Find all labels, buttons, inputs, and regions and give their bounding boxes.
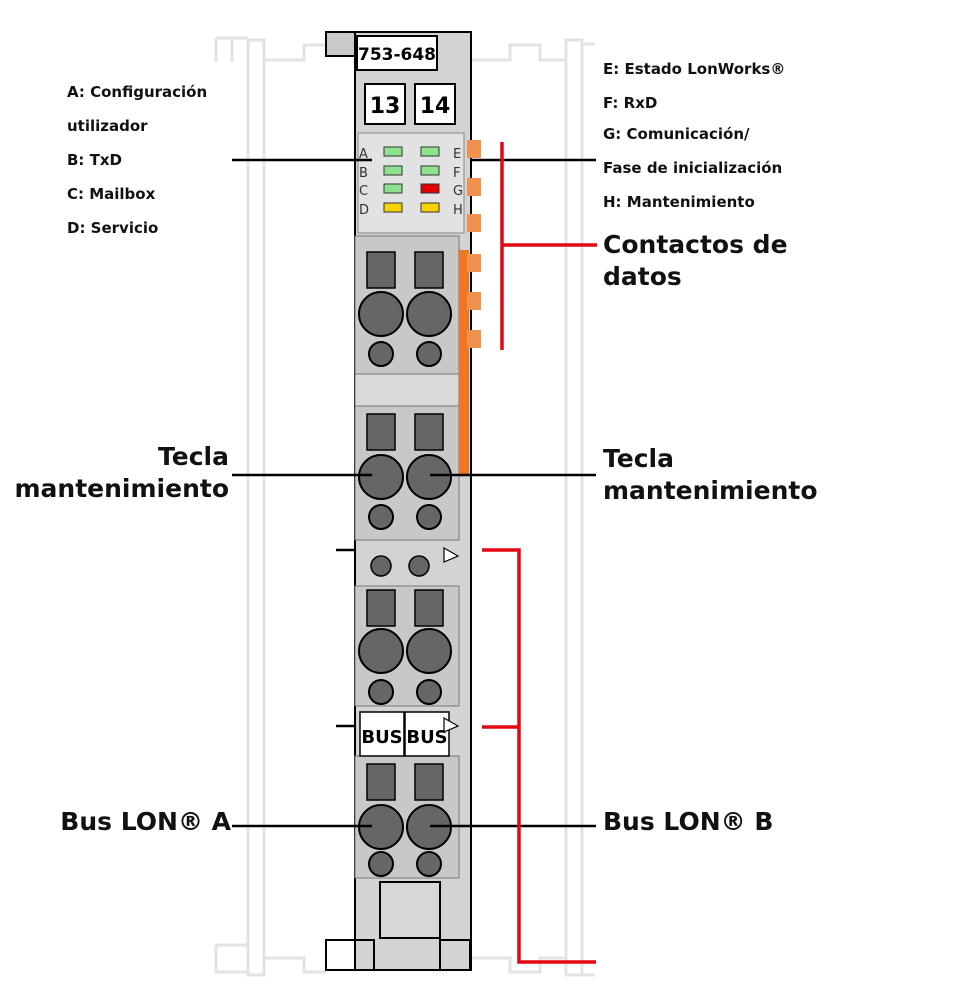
- terminal-screw-2-left: [358, 454, 404, 500]
- led-letter-a: A: [359, 147, 368, 162]
- led-letter-h: H: [453, 203, 463, 218]
- legend-g-comm: G: Comunicación/: [603, 125, 750, 143]
- channel-label-box-13: [364, 83, 406, 125]
- data-contact-6: [467, 330, 481, 348]
- led-g: [420, 183, 440, 194]
- terminals: [358, 251, 452, 877]
- legend-b-txd: B: TxD: [67, 151, 123, 169]
- callout-service-key-right-line1: Tecla: [603, 444, 674, 473]
- data-contact-strip: [459, 250, 469, 476]
- terminal-release-1-right: [416, 341, 442, 367]
- legend-h-maintenance: H: Mantenimiento: [603, 193, 755, 211]
- legend-c-mailbox: C: Mailbox: [67, 185, 156, 203]
- led-letter-e: E: [453, 147, 461, 162]
- service-hole-right: [408, 555, 430, 577]
- terminal-release-4-right: [416, 851, 442, 877]
- bottom-latch: [379, 881, 441, 939]
- led-b: [383, 165, 403, 176]
- data-contact-3: [467, 214, 481, 232]
- channel-label-13: 13: [370, 94, 401, 119]
- terminal-release-3-right: [416, 679, 442, 705]
- red-brackets: [482, 142, 597, 964]
- callout-service-key-right-line2: mantenimiento: [603, 476, 818, 505]
- led-letter-c: C: [359, 184, 368, 199]
- bottom-foot-left: [325, 939, 375, 971]
- legend-a-config: A: Configuración: [67, 83, 208, 101]
- terminal-slot-4-left: [366, 763, 396, 801]
- channel-label-14: 14: [420, 94, 451, 119]
- terminal-screw-1-right: [406, 291, 452, 337]
- led-panel: [357, 132, 465, 234]
- terminal-slot-4-right: [414, 763, 444, 801]
- led-h: [420, 202, 440, 213]
- bus-label-box-a: [359, 711, 405, 757]
- bus-label-a: BUS: [361, 727, 402, 748]
- terminal-release-3-left: [368, 679, 394, 705]
- legend-a-user: utilizador: [67, 117, 148, 135]
- terminal-release-1-left: [368, 341, 394, 367]
- bottom-foot-right: [439, 939, 471, 971]
- coding-notches: [443, 546, 460, 733]
- legend-e-status: E: Estado LonWorks®: [603, 60, 786, 78]
- callout-service-key-left-line1: Tecla: [158, 442, 229, 471]
- terminal-release-2-right: [416, 504, 442, 530]
- terminal-screw-3-right: [406, 628, 452, 674]
- terminal-slot-1-left: [366, 251, 396, 289]
- terminal-slot-3-left: [366, 589, 396, 627]
- legend-f-rxd: F: RxD: [603, 94, 658, 112]
- callout-data-contacts-line2: datos: [603, 262, 682, 291]
- channel-label-box-14: [414, 83, 456, 125]
- data-contact-5: [467, 292, 481, 310]
- terminal-slot-3-right: [414, 589, 444, 627]
- terminal-slot-1-right: [414, 251, 444, 289]
- led-letter-d: D: [359, 203, 369, 218]
- legend-d-service: D: Servicio: [67, 219, 159, 237]
- part-number-label: 753-648: [358, 45, 436, 65]
- callout-bus-lon-a: Bus LON® A: [60, 807, 231, 836]
- bus-label-box-b: [404, 711, 450, 757]
- data-contact-1: [467, 140, 481, 158]
- leader-lines: [232, 158, 596, 828]
- bus-label-b: BUS: [406, 727, 447, 748]
- callout-service-key-left-line2: mantenimiento: [14, 474, 230, 503]
- data-contact-2: [467, 178, 481, 196]
- callout-bus-lon-b: Bus LON® B: [603, 807, 774, 836]
- callout-data-contacts-line1: Contactos de: [603, 230, 788, 259]
- led-letter-b: B: [359, 166, 368, 181]
- terminal-screw-3-left: [358, 628, 404, 674]
- data-contact-4: [467, 254, 481, 272]
- terminal-screw-1-left: [358, 291, 404, 337]
- led-letter-f: F: [453, 166, 460, 181]
- terminal-release-4-left: [368, 851, 394, 877]
- separator-1: [354, 373, 460, 407]
- led-a: [383, 146, 403, 157]
- service-hole-left: [370, 555, 392, 577]
- data-contacts: [467, 140, 481, 348]
- led-c: [383, 183, 403, 194]
- part-number-label-box: [356, 35, 438, 71]
- terminal-release-2-left: [368, 504, 394, 530]
- led-d: [383, 202, 403, 213]
- led-e: [420, 146, 440, 157]
- led-letter-g: G: [453, 184, 463, 199]
- terminal-slot-2-left: [366, 413, 396, 451]
- din-rail-outline: [214, 36, 595, 977]
- terminal-screw-2-right: [406, 454, 452, 500]
- legend-g-init-phase: Fase de inicialización: [603, 159, 783, 177]
- terminal-slot-2-right: [414, 413, 444, 451]
- led-f: [420, 165, 440, 176]
